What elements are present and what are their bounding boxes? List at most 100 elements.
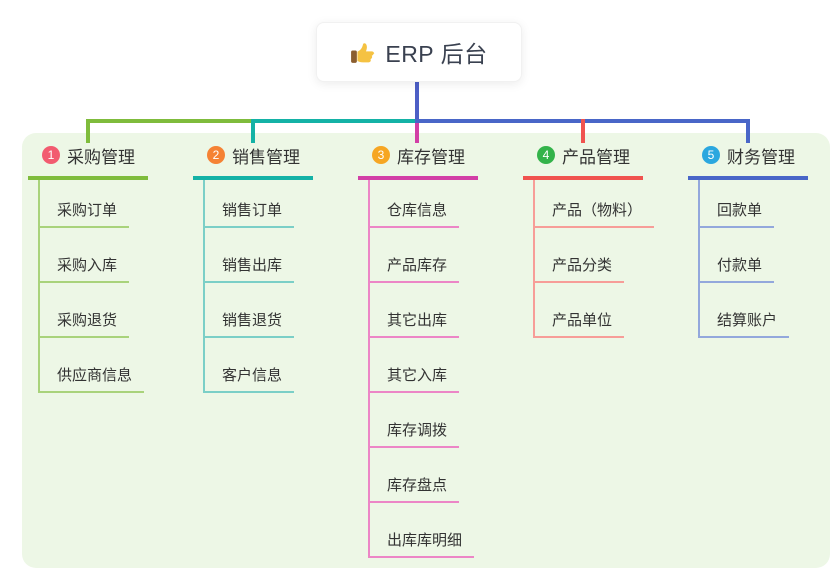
child-item[interactable]: 结算账户 [700, 283, 790, 338]
root-node[interactable]: ERP 后台 [316, 22, 522, 82]
child-row: 库存盘点 [370, 448, 518, 503]
child-row: 产品（物料） [535, 180, 683, 228]
branch-children: 仓库信息 产品库存 其它出库 其它入库 库存调拨 库存盘点 出库库明细 [368, 180, 518, 558]
child-item[interactable]: 采购订单 [40, 180, 130, 228]
child-row: 销售退货 [205, 283, 353, 338]
child-item[interactable]: 回款单 [700, 180, 775, 228]
branch-header-inventory[interactable]: 3 库存管理 [358, 141, 478, 180]
child-row: 库存调拨 [370, 393, 518, 448]
child-label: 产品库存 [387, 257, 448, 274]
child-label: 销售订单 [222, 202, 283, 219]
branch-product: 4 产品管理 产品（物料） 产品分类 产品单位 [523, 141, 683, 338]
child-label: 其它入库 [387, 367, 448, 384]
child-row: 产品库存 [370, 228, 518, 283]
drop-line-sales [251, 119, 255, 143]
child-label: 客户信息 [222, 367, 283, 384]
branch-children: 产品（物料） 产品分类 产品单位 [533, 180, 683, 338]
child-label: 结算账户 [717, 312, 778, 329]
drop-line-purchase [86, 119, 90, 143]
branch-badge: 1 [42, 146, 60, 164]
drop-line-inventory [415, 123, 419, 143]
branch-header-product[interactable]: 4 产品管理 [523, 141, 643, 180]
child-label: 销售退货 [222, 312, 283, 329]
drop-line-finance [746, 119, 750, 143]
child-item[interactable]: 库存调拨 [370, 393, 460, 448]
child-row: 其它入库 [370, 338, 518, 393]
child-row: 付款单 [700, 228, 839, 283]
root-label: ERP 后台 [385, 41, 488, 67]
child-label: 产品分类 [552, 257, 613, 274]
child-item[interactable]: 其它出库 [370, 283, 460, 338]
branch-badge: 3 [372, 146, 390, 164]
child-item[interactable]: 销售订单 [205, 180, 295, 228]
child-label: 付款单 [717, 257, 763, 274]
child-row: 产品分类 [535, 228, 683, 283]
child-label: 库存盘点 [387, 477, 448, 494]
child-item[interactable]: 采购退货 [40, 283, 130, 338]
child-item[interactable]: 出库库明细 [370, 503, 475, 558]
child-row: 客户信息 [205, 338, 353, 393]
child-row: 供应商信息 [40, 338, 188, 393]
child-row: 销售出库 [205, 228, 353, 283]
child-row: 结算账户 [700, 283, 839, 338]
child-item[interactable]: 付款单 [700, 228, 775, 283]
child-label: 回款单 [717, 202, 763, 219]
child-item[interactable]: 其它入库 [370, 338, 460, 393]
child-item[interactable]: 采购入库 [40, 228, 130, 283]
branch-finance: 5 财务管理 回款单 付款单 结算账户 [688, 141, 839, 338]
child-label: 采购入库 [57, 257, 118, 274]
branch-label: 库存管理 [397, 147, 465, 167]
branch-inventory: 3 库存管理 仓库信息 产品库存 其它出库 其它入库 库存调拨 库存盘点 出库库… [358, 141, 518, 558]
child-row: 回款单 [700, 180, 839, 228]
branch-header-finance[interactable]: 5 财务管理 [688, 141, 808, 180]
child-item[interactable]: 销售出库 [205, 228, 295, 283]
branch-label: 采购管理 [67, 147, 135, 167]
child-item[interactable]: 库存盘点 [370, 448, 460, 503]
child-item[interactable]: 产品单位 [535, 283, 625, 338]
child-item[interactable]: 客户信息 [205, 338, 295, 393]
branch-children: 采购订单 采购入库 采购退货 供应商信息 [38, 180, 188, 393]
child-row: 采购入库 [40, 228, 188, 283]
child-label: 供应商信息 [57, 367, 133, 384]
branch-label: 财务管理 [727, 147, 795, 167]
child-row: 产品单位 [535, 283, 683, 338]
branch-header-purchase[interactable]: 1 采购管理 [28, 141, 148, 180]
branches-panel [22, 133, 830, 568]
child-label: 产品单位 [552, 312, 613, 329]
trunk-line [415, 82, 419, 123]
branch-header-sales[interactable]: 2 销售管理 [193, 141, 313, 180]
child-row: 仓库信息 [370, 180, 518, 228]
child-item[interactable]: 产品（物料） [535, 180, 655, 228]
child-row: 销售订单 [205, 180, 353, 228]
child-row: 采购订单 [40, 180, 188, 228]
child-label: 销售出库 [222, 257, 283, 274]
child-label: 采购订单 [57, 202, 118, 219]
child-label: 其它出库 [387, 312, 448, 329]
thumbs-up-icon [351, 43, 375, 63]
child-label: 采购退货 [57, 312, 118, 329]
branch-badge: 2 [207, 146, 225, 164]
child-label: 仓库信息 [387, 202, 448, 219]
child-label: 出库库明细 [387, 532, 463, 549]
branch-purchase: 1 采购管理 采购订单 采购入库 采购退货 供应商信息 [28, 141, 188, 393]
child-item[interactable]: 供应商信息 [40, 338, 145, 393]
bus-segment-purchase [86, 119, 255, 123]
child-item[interactable]: 产品库存 [370, 228, 460, 283]
child-label: 库存调拨 [387, 422, 448, 439]
child-row: 采购退货 [40, 283, 188, 338]
child-item[interactable]: 产品分类 [535, 228, 625, 283]
branch-children: 销售订单 销售出库 销售退货 客户信息 [203, 180, 353, 393]
branch-sales: 2 销售管理 销售订单 销售出库 销售退货 客户信息 [193, 141, 353, 393]
child-item[interactable]: 销售退货 [205, 283, 295, 338]
drop-line-product [581, 119, 585, 143]
child-row: 出库库明细 [370, 503, 518, 558]
branch-label: 产品管理 [562, 147, 630, 167]
child-label: 产品（物料） [552, 202, 643, 219]
branch-badge: 4 [537, 146, 555, 164]
branch-badge: 5 [702, 146, 720, 164]
bus-segment-sales [255, 119, 415, 123]
child-row: 其它出库 [370, 283, 518, 338]
child-item[interactable]: 仓库信息 [370, 180, 460, 228]
branch-label: 销售管理 [232, 147, 300, 167]
